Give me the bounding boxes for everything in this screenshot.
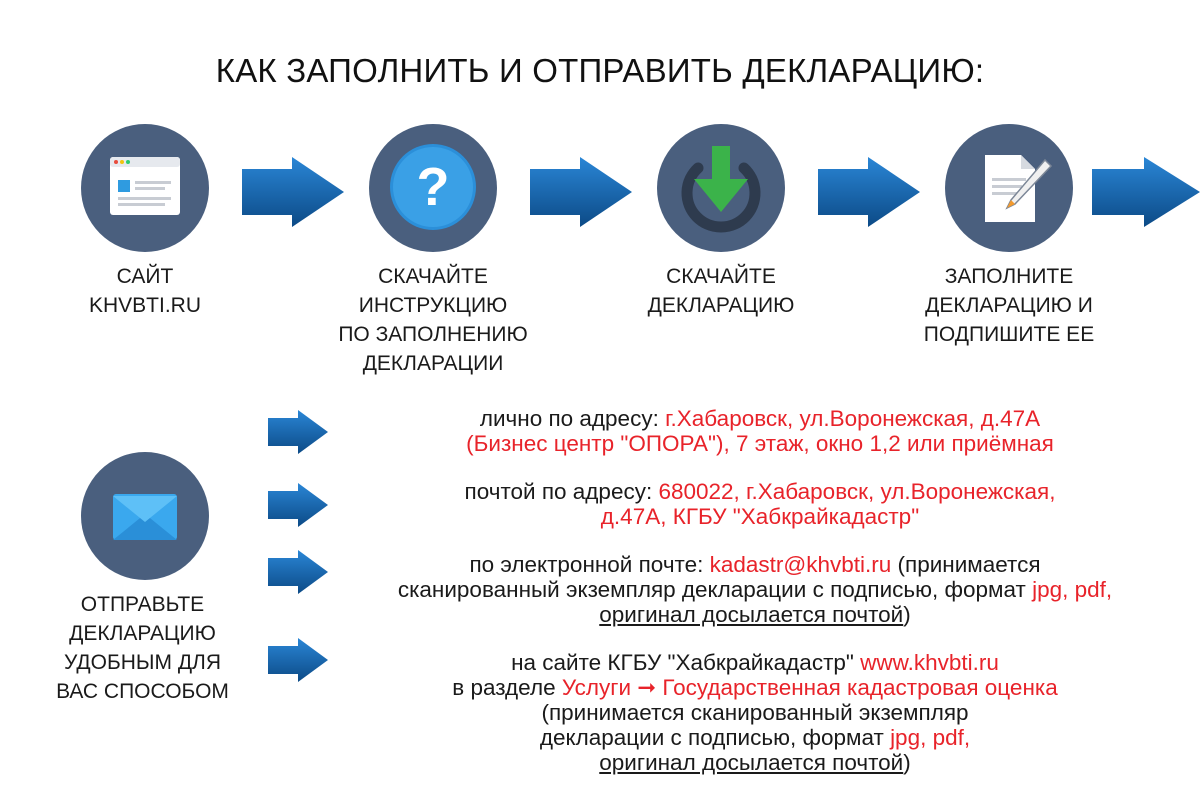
step-download-label: СКАЧАЙТЕ ДЕКЛАРАЦИЮ — [647, 265, 795, 317]
website-close: ) — [903, 750, 911, 775]
website-section-link[interactable]: Услуги ➞ Государственная кадастровая оце… — [561, 675, 1058, 700]
step-website-circle — [81, 124, 209, 252]
arrow-right-3 — [818, 157, 920, 227]
arrow-small-2 — [268, 483, 328, 527]
website-url-link[interactable]: www.khvbti.ru — [860, 650, 999, 675]
document-pen-icon — [985, 155, 1053, 222]
post-address-2: д.47А, КГБУ "Хабкрайкадастр" — [600, 504, 920, 529]
website-original-note: оригинал досылается почтой — [599, 750, 904, 775]
send-label: ОТПРАВЬТЕ ДЕКЛАРАЦИЮ УДОБНЫМ ДЛЯ ВАС СПО… — [56, 593, 229, 703]
envelope-icon — [113, 494, 177, 540]
post-address-1: 680022, г.Хабаровск, ул.Воронежская, — [658, 479, 1056, 504]
svg-text:?: ? — [417, 157, 450, 217]
question-mark-icon: ? — [390, 144, 476, 230]
email-note-2: сканированный экземпляр декларации с под… — [397, 577, 1033, 602]
method-in-person: лично по адресу: г.Хабаровск, ул.Воронеж… — [340, 406, 1180, 456]
email-original-note: оригинал досылается почтой — [599, 602, 904, 627]
email-prefix: по электронной почте: — [469, 552, 710, 577]
arrow-right-2 — [530, 157, 632, 227]
send-circle — [81, 452, 209, 580]
step-instruction-label: СКАЧАЙТЕ ИНСТРУКЦИЮ ПО ЗАПОЛНЕНИЮ ДЕКЛАР… — [338, 265, 528, 375]
in-person-prefix: лично по адресу: — [479, 406, 666, 431]
email-formats: jpg, pdf, — [1032, 577, 1113, 602]
step-fill-label: ЗАПОЛНИТЕ ДЕКЛАРАЦИЮ И ПОДПИШИТЕ ЕЕ — [923, 265, 1095, 346]
arrow-right-1 — [242, 157, 344, 227]
step-website-label: САЙТ KHVBTI.RU — [88, 265, 201, 317]
page-title: КАК ЗАПОЛНИТЬ И ОТПРАВИТЬ ДЕКЛАРАЦИЮ: — [215, 52, 985, 89]
browser-window-icon — [110, 157, 180, 215]
email-address-link[interactable]: kadastr@khvbti.ru — [709, 552, 892, 577]
method-post: почтой по адресу: 680022, г.Хабаровск, у… — [340, 479, 1180, 529]
method-website: на сайте КГБУ "Хабкрайкадастр" www.khvbt… — [330, 650, 1180, 775]
email-close: ) — [903, 602, 911, 627]
post-prefix: почтой по адресу: — [464, 479, 659, 504]
step-instruction-circle: ? — [369, 124, 497, 252]
in-person-address-1: г.Хабаровск, ул.Воронежская, д.47А — [665, 406, 1041, 431]
in-person-address-2: (Бизнес центр "ОПОРА"), 7 этаж, окно 1,2… — [466, 431, 1054, 456]
arrow-small-1 — [268, 410, 328, 454]
arrow-right-4 — [1092, 157, 1200, 227]
arrow-small-3 — [268, 550, 328, 594]
website-note-1: (принимается сканированный экземпляр — [541, 700, 969, 725]
step-fill-circle — [945, 124, 1073, 252]
website-note-2: декларации с подписью, формат — [539, 725, 891, 750]
method-email: по электронной почте: kadastr@khvbti.ru … — [320, 552, 1190, 627]
arrow-small-4 — [268, 638, 328, 682]
download-icon — [681, 146, 761, 233]
step-download-circle — [657, 124, 785, 252]
website-prefix: на сайте КГБУ "Хабкрайкадастр" — [511, 650, 861, 675]
email-note-1: (принимается — [891, 552, 1041, 577]
website-formats: jpg, pdf, — [890, 725, 971, 750]
website-section-prefix: в разделе — [452, 675, 562, 700]
